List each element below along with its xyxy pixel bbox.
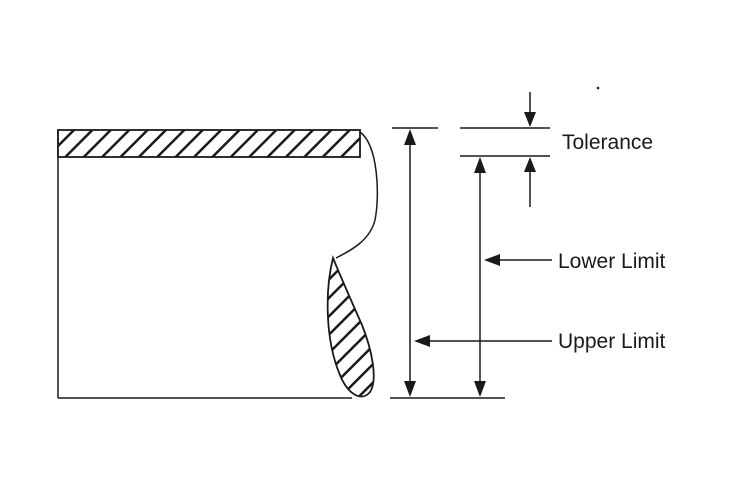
stray-dot-mark: [596, 86, 600, 90]
reference-lines: [390, 127, 550, 399]
upper-limit-dimension-arrow: [404, 129, 416, 397]
hatched-teardrop: [326, 255, 375, 398]
upper-limit-label: Upper Limit: [558, 330, 666, 353]
lower-limit-pointer-arrow: [484, 254, 552, 266]
lower-limit-label: Lower Limit: [558, 250, 666, 273]
hatched-top-strip: [57, 129, 361, 158]
upper-limit-pointer-arrow: [414, 335, 552, 347]
workpiece-outline: [57, 130, 352, 399]
tolerance-label: Tolerance: [562, 131, 653, 154]
tolerance-arrows: [524, 92, 536, 207]
lower-limit-dimension-arrow: [474, 157, 486, 397]
curved-edge: [335, 131, 379, 259]
